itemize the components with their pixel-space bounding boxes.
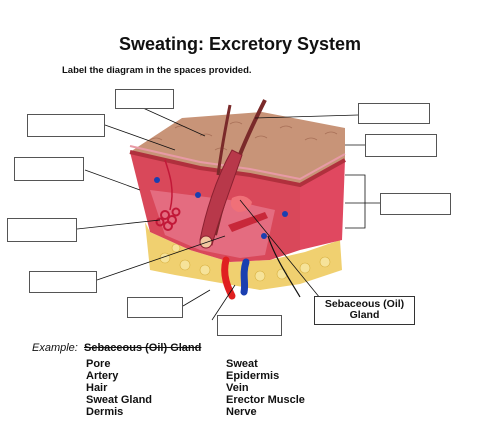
epidermis-top bbox=[130, 112, 345, 185]
example-word: Sebaceous (Oil) Gland bbox=[84, 342, 202, 354]
label-box-9[interactable] bbox=[365, 134, 437, 157]
word-bank-item: Sweat Gland bbox=[86, 394, 153, 406]
page-title: Sweating: Excretory System bbox=[118, 34, 362, 54]
label-box-5[interactable] bbox=[29, 271, 97, 293]
artery bbox=[221, 256, 236, 300]
word-bank-item: Pore bbox=[86, 358, 111, 370]
label-box-7[interactable] bbox=[217, 315, 282, 336]
label-box-3[interactable] bbox=[14, 157, 84, 181]
word-bank-item: Artery bbox=[86, 370, 119, 382]
example-prefix: Example: bbox=[32, 342, 78, 354]
label-box-6[interactable] bbox=[127, 297, 183, 318]
erector-muscle bbox=[228, 212, 268, 232]
label-box-2[interactable] bbox=[27, 114, 105, 137]
word-bank-item: Epidermis bbox=[226, 370, 280, 382]
hair-follicle bbox=[199, 149, 243, 246]
hypodermis-layer bbox=[145, 222, 342, 290]
word-bank-item: Dermis bbox=[86, 406, 124, 418]
word-bank-item: Vein bbox=[226, 382, 249, 394]
sebaceous-gland-label: Sebaceous (Oil) Gland bbox=[314, 296, 415, 325]
word-bank-right: Sweat Epidermis Vein Erector Muscle Nerv… bbox=[226, 358, 305, 418]
label-box-1[interactable] bbox=[115, 89, 174, 109]
sebaceous-gland-label-text: Sebaceous (Oil) Gland bbox=[324, 298, 405, 321]
word-bank-item: Erector Muscle bbox=[226, 394, 305, 406]
sweat-gland-coil bbox=[155, 207, 181, 231]
dermis-side bbox=[300, 160, 345, 250]
label-box-4[interactable] bbox=[7, 218, 77, 242]
label-box-8[interactable] bbox=[358, 103, 430, 124]
word-bank-item: Nerve bbox=[226, 406, 257, 418]
nerve bbox=[267, 235, 301, 298]
label-box-10[interactable] bbox=[380, 193, 451, 215]
word-bank-item: Hair bbox=[86, 382, 108, 394]
leader-lines bbox=[76, 107, 380, 321]
vein bbox=[240, 258, 250, 296]
word-bank-left: Pore Artery Hair Sweat Gland Dermis bbox=[86, 358, 152, 418]
instructions: Label the diagram in the spaces provided… bbox=[62, 65, 252, 76]
word-bank-item: Sweat bbox=[226, 358, 258, 370]
